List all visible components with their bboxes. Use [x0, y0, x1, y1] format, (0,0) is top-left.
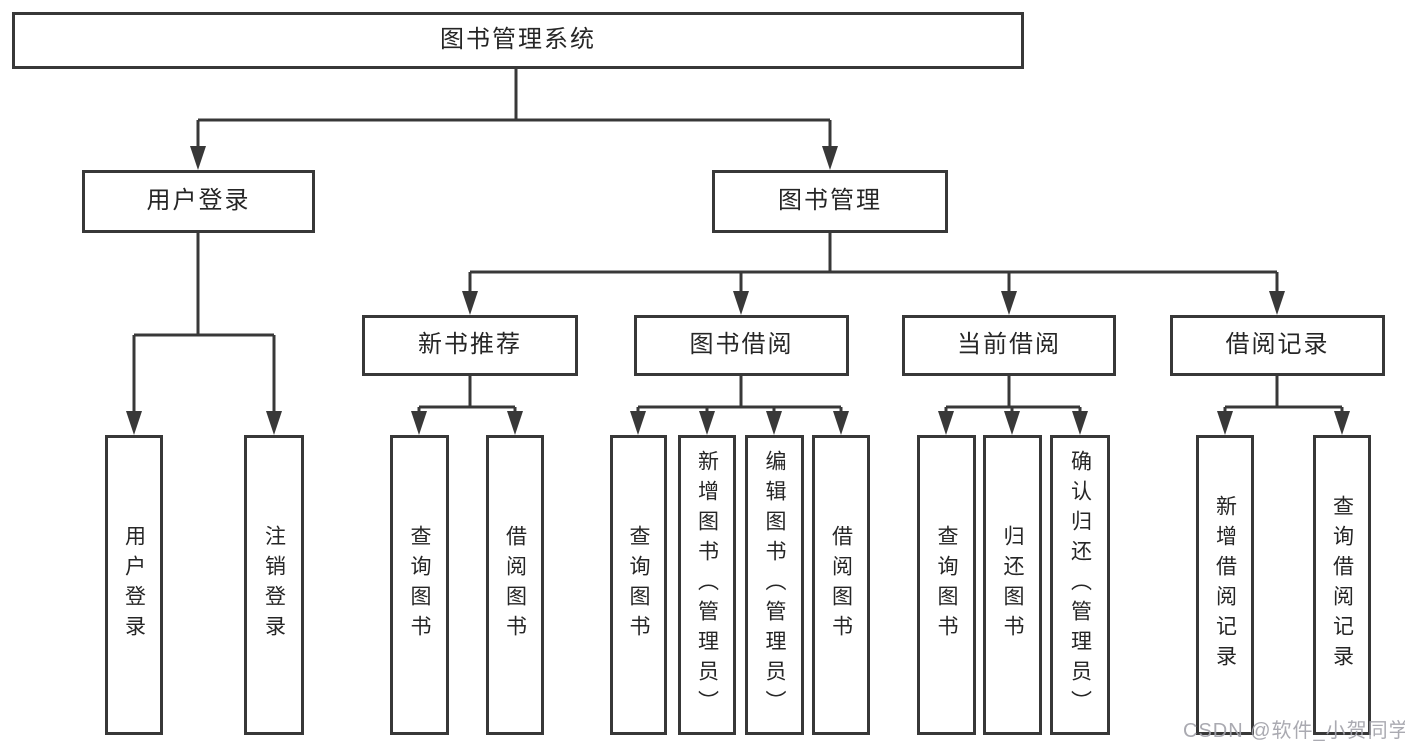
leaf-query-book-recommend: 查询图书 [390, 435, 449, 735]
node-new-book-recommend: 新书推荐 [362, 315, 578, 376]
node-book-borrow: 图书借阅 [634, 315, 849, 376]
node-book-management: 图书管理 [712, 170, 948, 233]
node-current-borrow: 当前借阅 [902, 315, 1116, 376]
leaf-borrow-book: 借阅图书 [812, 435, 870, 735]
leaf-user-login: 用户登录 [105, 435, 163, 735]
leaf-logout: 注销登录 [244, 435, 304, 735]
node-borrow-record: 借阅记录 [1170, 315, 1385, 376]
leaf-edit-book-admin: 编辑图书（管理员） [745, 435, 804, 735]
leaf-query-book-current: 查询图书 [917, 435, 976, 735]
arrowheads [126, 146, 1350, 435]
csdn-watermark: CSDN @软件_小贺同学 [1183, 720, 1405, 742]
leaf-query-borrow-record: 查询借阅记录 [1313, 435, 1371, 735]
leaf-add-borrow-record: 新增借阅记录 [1196, 435, 1254, 735]
leaf-query-book-borrow: 查询图书 [610, 435, 667, 735]
node-root-library-system: 图书管理系统 [12, 12, 1024, 69]
leaf-confirm-return-admin: 确认归还（管理员） [1050, 435, 1110, 735]
leaf-add-book-admin: 新增图书（管理员） [678, 435, 736, 735]
node-user-login: 用户登录 [82, 170, 315, 233]
leaf-return-book: 归还图书 [983, 435, 1042, 735]
leaf-borrow-book-recommend: 借阅图书 [486, 435, 544, 735]
